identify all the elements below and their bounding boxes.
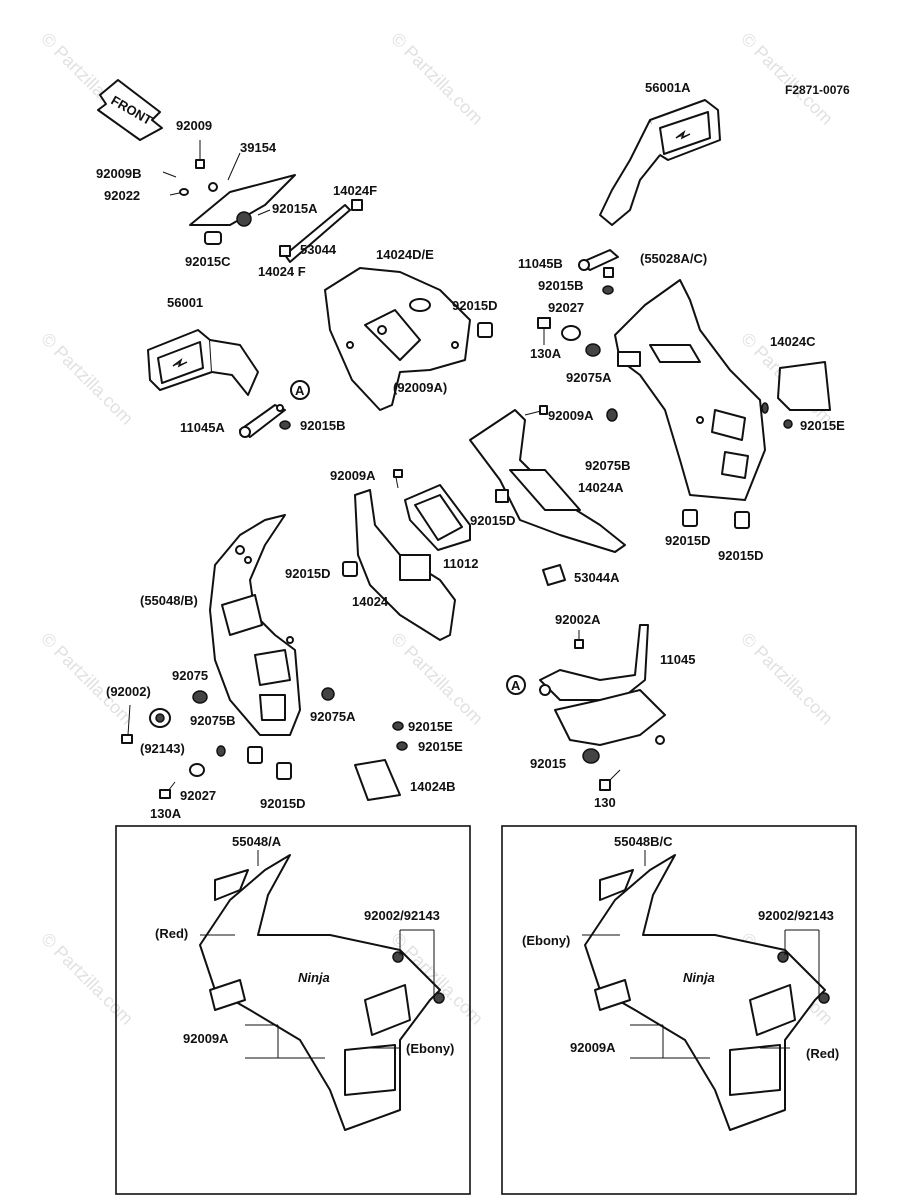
label-92015D-f: 92015D bbox=[260, 796, 306, 811]
strip-53044 bbox=[279, 199, 363, 263]
label-11045: 11045 bbox=[660, 652, 695, 667]
label-11012: 11012 bbox=[443, 556, 478, 571]
mirror-56001A bbox=[599, 99, 721, 226]
inset-left-color-main: (Red) bbox=[155, 926, 188, 941]
label-92075: 92075 bbox=[172, 668, 208, 683]
inset-box-left bbox=[115, 825, 471, 1195]
label-53044A: 53044A bbox=[574, 570, 620, 585]
front-arrow: FRONT bbox=[97, 79, 163, 141]
inset-right-fastener: 92002/92143 bbox=[758, 908, 834, 923]
label-92009B: 92009B bbox=[96, 166, 142, 181]
inset-left-clip: 92009A bbox=[183, 1031, 229, 1046]
watermark: © Partzilla.com bbox=[737, 629, 837, 729]
label-92015C: 92015C bbox=[185, 254, 231, 269]
label-14024F-bottom: 14024 F bbox=[258, 264, 306, 279]
watermark: © Partzilla.com bbox=[37, 929, 137, 1029]
inset-right: Ninja bbox=[582, 850, 830, 1131]
clip-92015D bbox=[342, 561, 358, 577]
left-fasteners bbox=[121, 687, 335, 799]
inner-cover-14024DE bbox=[324, 267, 493, 411]
label-92009A-paren: (92009A) bbox=[393, 380, 447, 395]
bracket-11045: A bbox=[506, 624, 666, 791]
label-11045B: 11045B bbox=[518, 256, 563, 271]
inset-right-part: 55048B/C bbox=[614, 834, 673, 849]
label-39154: 39154 bbox=[240, 140, 277, 155]
label-14024C: 14024C bbox=[770, 334, 816, 349]
label-92015D-e: 92015D bbox=[285, 566, 331, 581]
label-92002-paren: (92002) bbox=[106, 684, 151, 699]
side-fairing-55028AC bbox=[614, 279, 766, 501]
inset-left-part: 55048/A bbox=[232, 834, 282, 849]
label-11045A: 11045A bbox=[180, 420, 225, 435]
mirror-56001 bbox=[147, 329, 259, 396]
cover-14024C bbox=[761, 361, 831, 429]
label-92015B-right: 92015B bbox=[538, 278, 584, 293]
label-92015D-c: 92015D bbox=[718, 548, 764, 563]
clip-53044A bbox=[542, 564, 566, 586]
label-92143-paren: (92143) bbox=[140, 741, 185, 756]
clips-92015D-right bbox=[682, 509, 750, 529]
label-55028AC: (55028A/C) bbox=[640, 251, 707, 266]
circle-a-label: A bbox=[295, 383, 305, 398]
label-56001A: 56001A bbox=[645, 80, 691, 95]
label-92015E-a: 92015E bbox=[408, 719, 453, 734]
watermark: © Partzilla.com bbox=[387, 629, 487, 729]
label-92015B-left: 92015B bbox=[300, 418, 346, 433]
label-55048B: (55048/B) bbox=[140, 593, 198, 608]
seal-11012 bbox=[404, 484, 471, 551]
label-56001: 56001 bbox=[167, 295, 203, 310]
label-14024DE: 14024D/E bbox=[376, 247, 434, 262]
label-92075B-left: 92075B bbox=[190, 713, 236, 728]
label-92075A-left: 92075A bbox=[310, 709, 356, 724]
inset-box-right bbox=[501, 825, 857, 1195]
watermark: © Partzilla.com bbox=[737, 29, 837, 129]
label-14024B: 14024B bbox=[410, 779, 456, 794]
label-92009A-mid: 92009A bbox=[548, 408, 594, 423]
label-92009: 92009 bbox=[176, 118, 212, 133]
fairing-55048B bbox=[209, 514, 301, 736]
label-92015D-a: 92015D bbox=[452, 298, 498, 313]
reference-code: F2871-0076 bbox=[785, 83, 850, 97]
inset-left: Ninja bbox=[199, 850, 445, 1131]
fasteners-center bbox=[524, 405, 618, 422]
label-92015E-b: 92015E bbox=[418, 739, 463, 754]
inner-panel-14024A bbox=[469, 409, 626, 553]
label-130A-left: 130A bbox=[150, 806, 182, 821]
label-53044: 53044 bbox=[300, 242, 337, 257]
watermark: © Partzilla.com bbox=[37, 629, 137, 729]
label-92015E-right: 92015E bbox=[800, 418, 845, 433]
inner-panel-14024 bbox=[354, 469, 456, 641]
label-92009A-center: 92009A bbox=[330, 468, 376, 483]
label-92015A: 92015A bbox=[272, 201, 318, 216]
stay-11045A: A bbox=[239, 380, 310, 438]
ninja-logo: Ninja bbox=[683, 970, 715, 985]
fasteners-92015E bbox=[354, 721, 408, 801]
label-92015D-d: 92015D bbox=[470, 513, 516, 528]
watermark: © Partzilla.com bbox=[387, 29, 487, 129]
label-14024A: 14024A bbox=[578, 480, 624, 495]
stay-11045B bbox=[537, 249, 619, 357]
label-92075A-right: 92075A bbox=[566, 370, 612, 385]
label-92027-left: 92027 bbox=[180, 788, 216, 803]
label-130A-right: 130A bbox=[530, 346, 562, 361]
bracket-39154 bbox=[162, 140, 296, 245]
label-130: 130 bbox=[594, 795, 616, 810]
inset-right-color-lower: (Red) bbox=[806, 1046, 839, 1061]
watermark: © Partzilla.com bbox=[37, 329, 137, 429]
label-92022: 92022 bbox=[104, 188, 140, 203]
circle-a-label: A bbox=[511, 678, 521, 693]
label-92015D-b: 92015D bbox=[665, 533, 711, 548]
label-92027-right: 92027 bbox=[548, 300, 584, 315]
label-92002A: 92002A bbox=[555, 612, 601, 627]
label-92075B-right: 92075B bbox=[585, 458, 631, 473]
inset-right-color-main: (Ebony) bbox=[522, 933, 570, 948]
label-92015: 92015 bbox=[530, 756, 566, 771]
label-14024: 14024 bbox=[352, 594, 389, 609]
inset-right-clip: 92009A bbox=[570, 1040, 616, 1055]
label-14024F-top: 14024F bbox=[333, 183, 377, 198]
ninja-logo: Ninja bbox=[298, 970, 330, 985]
inset-left-color-lower: (Ebony) bbox=[406, 1041, 454, 1056]
inset-left-fastener: 92002/92143 bbox=[364, 908, 440, 923]
